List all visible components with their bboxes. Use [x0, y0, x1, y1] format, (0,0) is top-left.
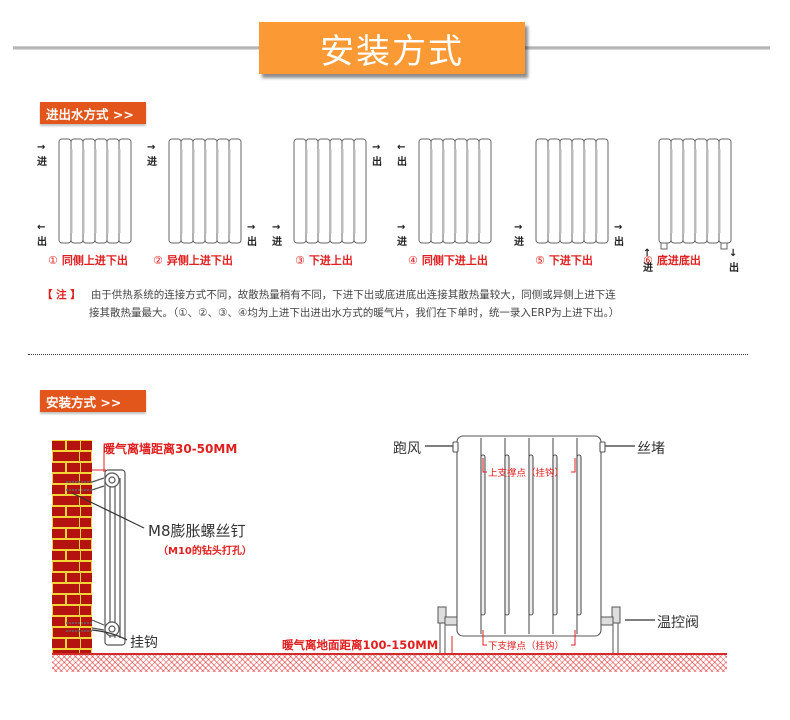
flow-text: 进 — [643, 263, 653, 274]
header-rule-left — [13, 46, 263, 50]
flow-diagram-2 — [165, 135, 275, 265]
flow-out-label: ←出 — [397, 142, 407, 168]
flow-diagram-3 — [290, 135, 400, 265]
flow-out-label: →出 — [372, 142, 382, 168]
flow-arrow-icon: → — [397, 222, 406, 233]
main-radiator — [452, 435, 606, 637]
radiator-icon — [293, 138, 367, 244]
flow-diagram-6 — [655, 135, 765, 265]
bolt-note: （M10的钻头打孔） — [158, 546, 252, 557]
flow-in-label: →进 — [147, 142, 157, 168]
note-line-2: 接其散热量最大。（①、②、③、④均为上进下出进出水方式的暖气片，我们在下单时，统… — [89, 307, 620, 319]
flow-text: 出 — [614, 237, 624, 248]
flow-text: 进 — [397, 237, 407, 248]
note-line-1: 由于供热系统的连接方式不同，故散热量稍有不同，下进下出或底进底出连接其散热量较大… — [90, 289, 616, 301]
radiator-icon — [58, 138, 132, 244]
flow-caption-text: 异侧上进下出 — [166, 254, 233, 267]
flow-arrow-icon: ← — [397, 142, 406, 153]
flow-text: 出 — [247, 237, 257, 248]
flow-arrow-icon: → — [372, 142, 381, 153]
support-markers — [451, 458, 576, 654]
flow-text: 出 — [729, 263, 739, 274]
flow-number: ④ — [408, 254, 418, 267]
flow-number: ② — [153, 254, 163, 267]
flow-in-label: →进 — [514, 222, 524, 248]
radiator-icon — [168, 138, 242, 244]
flow-number: ⑥ — [643, 254, 653, 267]
wall-distance-marker — [92, 446, 106, 472]
flow-text: 进 — [514, 237, 524, 248]
flow-number: ⑤ — [535, 254, 545, 267]
flow-caption-text: 同侧上进下出 — [61, 254, 128, 267]
flow-arrow-icon: ↑ — [643, 248, 652, 259]
flow-out-label: ←出 — [37, 222, 47, 248]
flow-arrow-icon: ↓ — [729, 248, 738, 259]
flow-out-label: ↓出 — [729, 248, 739, 274]
lower-support-label: 下支撑点（挂钩） — [488, 641, 565, 652]
valve-label: 温控阀 — [657, 615, 699, 631]
flow-text: 出 — [397, 157, 407, 168]
flow-text: 进 — [147, 157, 157, 168]
flow-arrow-icon: → — [147, 142, 156, 153]
flow-diagram-4 — [415, 135, 525, 265]
bolt-leader — [71, 492, 145, 529]
floor — [52, 653, 727, 672]
radiator-icon — [418, 138, 492, 244]
flow-text: 进 — [272, 237, 282, 248]
flow-arrow-icon: → — [272, 222, 281, 233]
flow-in-label: →进 — [397, 222, 407, 248]
flow-caption-text: 下进下出 — [548, 254, 593, 267]
radiator-icon — [535, 138, 609, 244]
thermostatic-valves — [437, 606, 621, 654]
flow-arrow-icon: ← — [37, 222, 46, 233]
flow-caption-text: 底进底出 — [656, 254, 701, 267]
flow-arrow-icon: → — [514, 222, 523, 233]
flow-diagram-5 — [532, 135, 642, 265]
bolt-label: M8膨胀螺丝钉 — [148, 522, 246, 540]
flow-in-label: ↑进 — [643, 248, 653, 274]
flow-arrow-icon: → — [247, 222, 256, 233]
section-divider — [28, 354, 748, 355]
flow-diagram-1 — [55, 135, 165, 265]
note-tag: 【 注 】 — [42, 289, 81, 301]
brick-wall — [52, 440, 92, 655]
flow-caption-text: 下进上出 — [308, 254, 353, 267]
flow-arrow-icon: → — [37, 142, 46, 153]
plug-label: 丝堵 — [637, 441, 665, 457]
wall-bolts — [66, 481, 92, 632]
flow-out-label: →出 — [614, 222, 624, 248]
header-rule-right — [520, 46, 770, 50]
flow-in-label: →进 — [37, 142, 47, 168]
page-title-banner: 安装方式 — [259, 22, 525, 74]
upper-support-label: 上支撑点（挂钩） — [488, 468, 565, 479]
air-vent-label: 跑风 — [393, 441, 421, 457]
flow-text: 出 — [372, 157, 382, 168]
flow-text: 进 — [37, 157, 47, 168]
note-block: 【 注 】由于供热系统的连接方式不同，故散热量稍有不同，下进下出或底进底出连接其… — [42, 286, 742, 322]
side-radiator — [91, 469, 126, 646]
section-label-install: 安装方式 >> — [40, 390, 146, 412]
flow-number: ① — [48, 254, 58, 267]
radiator-icon — [658, 138, 732, 250]
hook-label: 挂钩 — [130, 635, 158, 651]
hook-leader — [91, 629, 128, 641]
flow-text: 出 — [37, 237, 47, 248]
flow-in-label: →进 — [272, 222, 282, 248]
section-label-flow: 进出水方式 >> — [40, 102, 146, 124]
flow-number: ③ — [295, 254, 305, 267]
page-title: 安装方式 — [320, 31, 464, 72]
flow-out-label: →出 — [247, 222, 257, 248]
wall-distance-label: 暖气离墙距离30-50MM — [103, 442, 238, 456]
flow-arrow-icon: → — [614, 222, 623, 233]
floor-distance-label: 暖气离地面距离100-150MM — [282, 638, 439, 652]
flow-caption-text: 同侧下进上出 — [421, 254, 488, 267]
